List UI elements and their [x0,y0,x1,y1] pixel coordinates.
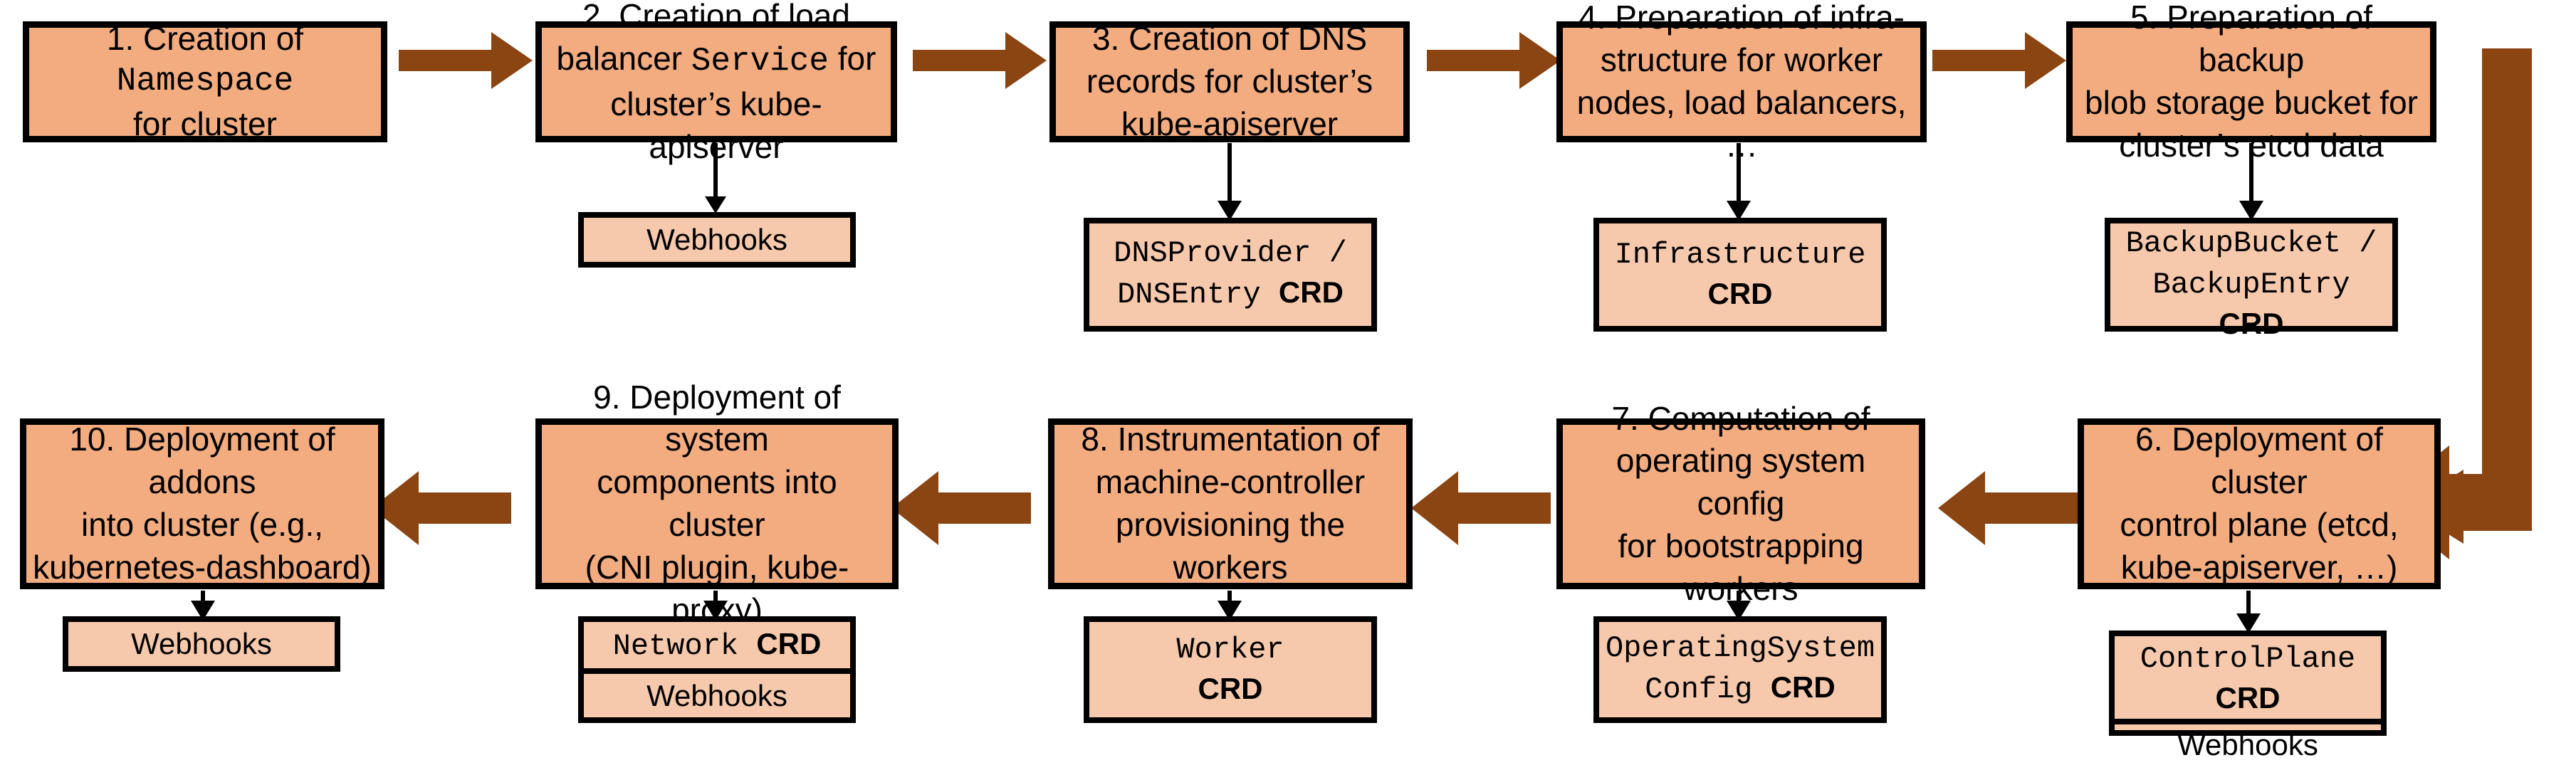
backupentry-line: BackupEntry CRD [2115,263,2388,343]
step-box-4[interactable]: 4. Preparation of infra- structure for w… [1556,21,1927,142]
artifact-box-controlplane-crd[interactable]: ControlPlane CRD Webhooks [2109,631,2387,736]
step-box-1[interactable]: 1. Creation of Namespace for cluster [23,21,387,142]
step-4-line-3: nodes, load balancers, … [1569,82,1915,167]
artifact-row: OperatingSystem Config CRD [1599,622,1881,717]
step-7-line-1: 7. Computation of [1569,398,1913,440]
artifact-row-network: Network CRD [584,622,850,668]
step-10-line-2: into cluster (e.g., [32,504,372,547]
artifact-box-backup-crd[interactable]: BackupBucket / BackupEntry CRD [2105,218,2398,332]
artifact-row: BackupBucket / BackupEntry CRD [2110,223,2392,344]
step-2-line-2-a: balancer [557,40,691,77]
arrow-9-to-10 [372,471,511,545]
step-2-line-2: balancer Service for [548,38,885,83]
step-9-line-1: 9. Deployment of system [548,376,886,462]
arrow-5-to-6-stem [2482,48,2532,502]
artifact-row: Worker CRD [1089,622,1371,717]
step-box-2[interactable]: 2. Creation of load balancer Service for… [535,21,897,142]
crd-label: CRD [2216,681,2281,714]
arrow-1-to-2 [399,32,533,89]
step-5-line-3: cluster’s etcd data [2078,125,2424,167]
webhooks-label: Webhooks [646,677,787,715]
worker-label: Worker [1176,631,1284,670]
artifact-row: Webhooks [584,218,850,262]
step-box-9[interactable]: 9. Deployment of system components into … [535,418,899,589]
step-box-10[interactable]: 10. Deployment of addons into cluster (e… [20,418,384,589]
artifact-row: Webhooks [68,622,335,666]
step-10-line-1: 10. Deployment of addons [32,418,372,504]
artifact-row-webhooks: Webhooks [2115,719,2381,765]
step-8-line-1: 8. Instrumentation of [1060,418,1400,461]
backupentry-label: BackupEntry [2152,268,2350,302]
artifact-box-osc-crd[interactable]: OperatingSystem Config CRD [1593,616,1887,723]
step-1-line-3: for cluster [35,103,375,146]
webhooks-label: Webhooks [2177,726,2318,764]
artifact-row-controlplane: ControlPlane CRD [2115,636,2381,719]
arrow-4-to-5 [1932,32,2066,89]
network-label: Network [613,629,757,663]
step-8-line-3: provisioning the workers [1060,504,1400,589]
controlplane-label: ControlPlane [2140,642,2355,676]
step-5-line-2: blob storage bucket for [2078,82,2424,125]
infrastructure-label: Infrastructure [1615,236,1866,275]
arrow-3-to-4 [1427,32,1561,89]
arrow-7-to-8 [1411,471,1551,545]
network-line: Network CRD [613,625,822,666]
backupbucket-label: BackupBucket / [2126,225,2377,263]
config-line: Config CRD [1645,668,1835,709]
step-6-line-1: 6. Deployment of cluster [2090,418,2429,504]
step-7-line-3: for bootstrapping workers [1569,525,1913,611]
artifact-box-network-crd[interactable]: Network CRD Webhooks [578,616,856,723]
step-box-8[interactable]: 8. Instrumentation of machine-controller… [1048,418,1413,589]
webhooks-label: Webhooks [646,221,787,259]
flow-diagram: 1. Creation of Namespace for cluster 2. … [0,0,2576,742]
step-4-line-1: 4. Preparation of infra- [1569,0,1915,39]
artifact-box-dns-crd[interactable]: DNSProvider / DNSEntry CRD [1084,218,1377,332]
step-8-line-2: machine-controller [1060,461,1400,504]
artifact-box-webhooks-step10[interactable]: Webhooks [63,616,340,672]
step-box-6[interactable]: 6. Deployment of cluster control plane (… [2078,418,2441,589]
step-1-line-1: 1. Creation of [35,18,375,60]
step-4-line-2: structure for worker [1569,39,1915,82]
head-step2 [705,196,726,213]
artifact-box-worker-crd[interactable]: Worker CRD [1084,616,1377,723]
operatingsystem-label: OperatingSystem [1606,630,1875,668]
dnsentry-label: DNSEntry [1117,278,1279,312]
crd-label: CRD [1771,670,1836,704]
artifact-box-infrastructure-crd[interactable]: Infrastructure CRD [1593,218,1887,332]
step-6-line-3: kube-apiserver, …) [2090,547,2429,589]
artifact-row: Infrastructure CRD [1599,223,1881,326]
service-kind: Service [691,43,829,80]
dnsprovider-label: DNSProvider / [1114,235,1347,273]
controlplane-line: ControlPlane CRD [2119,638,2377,717]
step-2-line-3: cluster’s kube-apiserver [548,83,885,169]
step-9-line-2: components into cluster [548,461,886,547]
step-7-line-2: operating system config [1569,440,1913,525]
step-3-line-3: kube-apiserver [1062,103,1398,146]
step-2-line-1: 2. Creation of load [548,0,885,38]
artifact-row: DNSProvider / DNSEntry CRD [1089,223,1371,326]
arrow-2-to-3 [913,32,1047,89]
arrow-6-to-7 [1938,471,2078,545]
crd-label: CRD [1198,670,1263,708]
step-3-line-1: 3. Creation of DNS [1062,18,1398,60]
dnsentry-line: DNSEntry CRD [1117,273,1344,315]
crd-label: CRD [756,627,821,660]
crd-label: CRD [1279,275,1344,309]
step-box-3[interactable]: 3. Creation of DNS records for cluster’s… [1049,21,1410,142]
step-3-line-2: records for cluster’s [1062,60,1398,103]
step-1-line-2: Namespace [35,60,375,103]
crd-label: CRD [2219,307,2284,340]
arrow-8-to-9 [891,471,1031,545]
config-label: Config [1645,672,1770,707]
crd-label: CRD [1708,275,1773,313]
webhooks-label: Webhooks [131,625,272,663]
step-box-5[interactable]: 5. Preparation of backup blob storage bu… [2066,21,2436,142]
step-10-line-3: kubernetes-dashboard) [32,547,372,589]
artifact-box-webhooks-step2[interactable]: Webhooks [578,212,856,268]
step-2-line-2-c: for [829,40,876,77]
step-box-7[interactable]: 7. Computation of operating system confi… [1556,418,1925,589]
step-5-line-1: 5. Preparation of backup [2078,0,2424,82]
artifact-row-webhooks: Webhooks [584,668,850,717]
step-6-line-2: control plane (etcd, [2090,504,2429,547]
